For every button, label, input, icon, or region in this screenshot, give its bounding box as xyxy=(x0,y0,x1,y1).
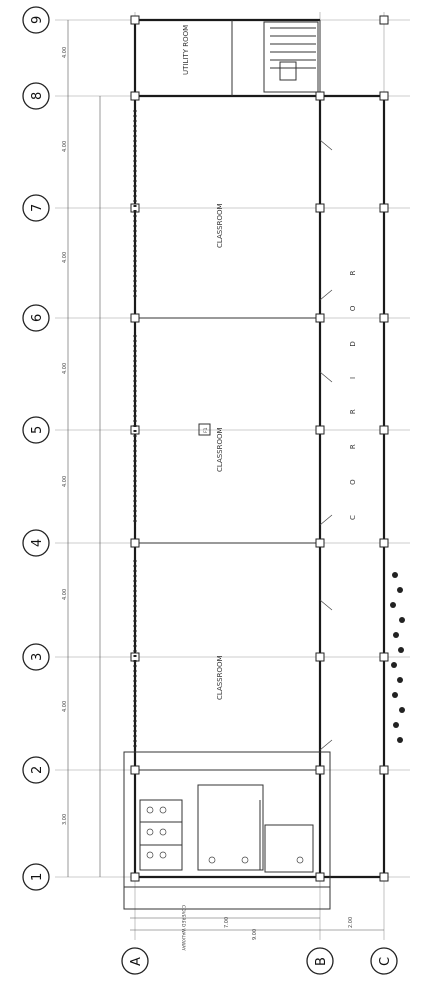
svg-text:4: 4 xyxy=(30,539,45,547)
marker-label: F1 xyxy=(203,427,209,433)
grid-bubble-3: 3 xyxy=(22,643,50,671)
room-label-classroom-1: CLASSROOM xyxy=(216,203,224,248)
svg-text:5: 5 xyxy=(30,426,45,434)
grid-bubble-1: 1 xyxy=(22,863,50,891)
svg-text:9: 9 xyxy=(30,16,45,24)
grid-bubble-A: A xyxy=(121,947,149,975)
dimension-string-left: 3.00 4.00 4.00 4.00 4.00 4.00 4.00 4.00 xyxy=(62,20,101,877)
grid-bubble-2: 2 xyxy=(22,756,50,784)
corridor-label: C O R R I D O R xyxy=(349,256,357,520)
covered-walkway-label: COVERED WALKWAY xyxy=(180,905,186,951)
building-outline xyxy=(123,18,386,888)
svg-text:2: 2 xyxy=(30,766,45,774)
grid-bubble-9: 9 xyxy=(22,6,50,34)
dim-bay-7: 4.00 xyxy=(62,141,68,152)
covered-walkway xyxy=(123,886,331,910)
dim-overall: 9.00 xyxy=(252,929,258,940)
grid-bubble-7: 7 xyxy=(22,194,50,222)
svg-text:A: A xyxy=(129,957,144,966)
grid-bubble-C: C xyxy=(370,947,398,975)
grid-bubble-B: B xyxy=(306,947,334,975)
grid-bubble-8: 8 xyxy=(22,82,50,110)
dim-bay-5: 4.00 xyxy=(62,363,68,374)
dim-bay-2: 4.00 xyxy=(62,701,68,712)
grid-bubble-5: 5 xyxy=(22,416,50,444)
stair xyxy=(263,21,319,93)
dim-bay-8: 4.00 xyxy=(62,47,68,58)
dim-bay-4: 4.00 xyxy=(62,476,68,487)
dim-bay-3: 4.00 xyxy=(62,589,68,600)
dim-bay-6: 4.00 xyxy=(62,252,68,263)
svg-text:1: 1 xyxy=(30,873,45,881)
grid-bubble-4: 4 xyxy=(22,529,50,557)
grid-bubble-6: 6 xyxy=(22,304,50,332)
dim-row-ab: 7.00 xyxy=(224,917,230,928)
svg-text:B: B xyxy=(314,957,329,966)
svg-text:6: 6 xyxy=(30,314,45,322)
svg-text:8: 8 xyxy=(30,92,45,100)
dimension-string-bottom: 7.00 2.00 9.00 xyxy=(130,917,384,940)
room-label-classroom-2: CLASSROOM xyxy=(216,427,224,472)
toilet-fixtures xyxy=(139,784,314,873)
doors-row-b xyxy=(319,139,333,751)
dim-row-bc: 2.00 xyxy=(348,917,354,928)
room-label-utility: UTILITY ROOM xyxy=(182,25,190,75)
dim-bay-1: 3.00 xyxy=(62,814,68,825)
planters xyxy=(390,572,405,743)
svg-text:C: C xyxy=(378,957,393,966)
marker-box xyxy=(198,423,211,436)
svg-text:7: 7 xyxy=(30,204,45,212)
svg-text:3: 3 xyxy=(30,653,45,661)
room-label-classroom-3: CLASSROOM xyxy=(216,655,224,700)
